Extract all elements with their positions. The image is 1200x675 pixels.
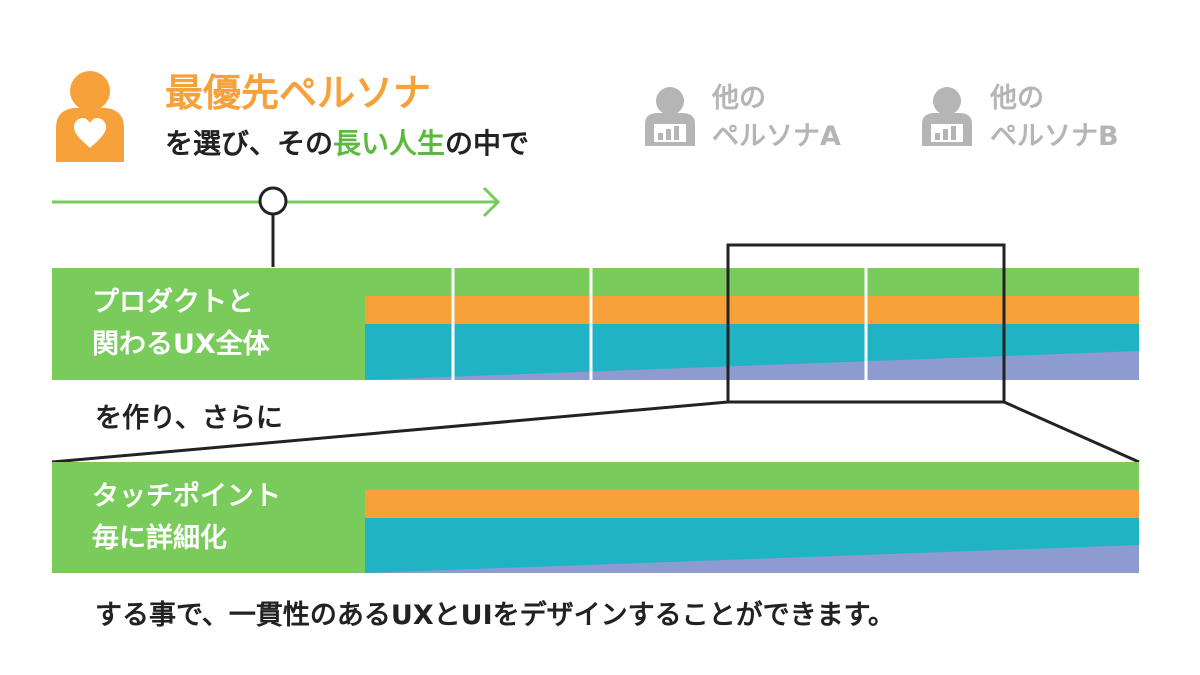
band-overall-ux xyxy=(52,268,1139,380)
zoom-selection xyxy=(51,243,1140,464)
band1-line2: 関わるUX全体 xyxy=(92,329,270,360)
other-persona-b-label: 他の ペルソナB xyxy=(990,80,1119,156)
subtitle-part2: の中で xyxy=(445,127,530,160)
band-touchpoint-detail xyxy=(52,462,1139,573)
footer-text: する事で、一貫性のあるUXとUIをデザインすることができます。 xyxy=(95,600,895,631)
person-chart-icon xyxy=(922,87,972,146)
subtitle-part1: を選び、その xyxy=(165,127,334,160)
person-heart-icon xyxy=(56,71,124,162)
subtitle: を選び、その長い人生の中で xyxy=(165,122,529,162)
page-title: 最優先ペルソナ xyxy=(165,71,432,115)
person-chart-icon xyxy=(645,87,695,146)
other-persona-a-line2: ペルソナA xyxy=(712,121,841,152)
middle-text: を作り、さらに xyxy=(95,403,283,434)
other-persona-a-label: 他の ペルソナA xyxy=(712,80,841,156)
band2-line1: タッチポイント xyxy=(92,481,281,512)
timeline-point xyxy=(258,186,288,267)
other-persona-b-line1: 他の xyxy=(990,83,1044,114)
subtitle-highlight: 長い人生 xyxy=(333,127,446,160)
other-persona-b-line2: ペルソナB xyxy=(990,121,1119,152)
other-persona-a-line1: 他の xyxy=(712,83,766,114)
band1-line1: プロダクトと xyxy=(92,287,254,318)
band2-line2: 毎に詳細化 xyxy=(92,523,227,554)
band2-label: タッチポイント 毎に詳細化 xyxy=(92,476,281,560)
band1-label: プロダクトと 関わるUX全体 xyxy=(92,282,270,366)
